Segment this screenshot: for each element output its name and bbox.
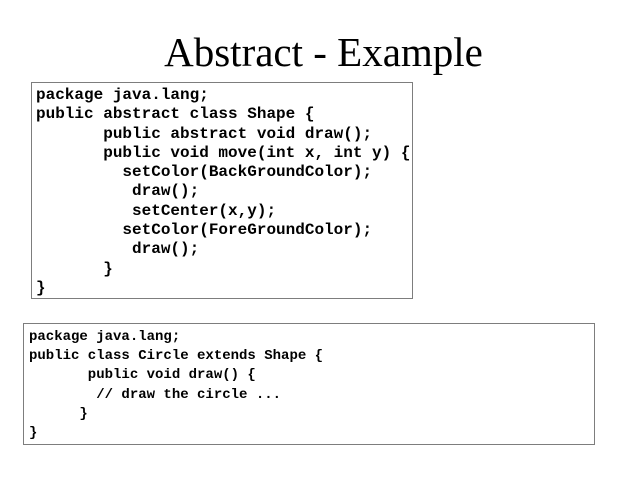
code-line: draw(); bbox=[36, 182, 200, 201]
code-line: public abstract class Shape { bbox=[36, 105, 315, 124]
circle-class-code-box: package java.lang; public class Circle e… bbox=[23, 323, 595, 445]
code-line: package java.lang; bbox=[29, 329, 181, 345]
code-line: public void move(int x, int y) { bbox=[36, 143, 411, 162]
code-line: // draw the circle ... bbox=[29, 386, 282, 403]
code-line: public void draw() { bbox=[29, 367, 256, 384]
code-line: } bbox=[29, 405, 88, 422]
code-line: } bbox=[36, 259, 113, 278]
code-line: setCenter(x,y); bbox=[36, 201, 277, 220]
code-line: setColor(ForeGroundColor); bbox=[36, 221, 373, 240]
code-line: package java.lang; bbox=[36, 86, 209, 104]
code-line: setColor(BackGroundColor); bbox=[36, 163, 373, 182]
code-line: } bbox=[36, 278, 46, 297]
code-line: } bbox=[29, 425, 38, 442]
shape-class-code-box: package java.lang; public abstract class… bbox=[31, 82, 413, 299]
code-line: public class Circle extends Shape { bbox=[29, 348, 324, 365]
code-line: public abstract void draw(); bbox=[36, 124, 373, 143]
slide-title: Abstract - Example bbox=[164, 29, 483, 75]
code-line: draw(); bbox=[36, 240, 200, 259]
